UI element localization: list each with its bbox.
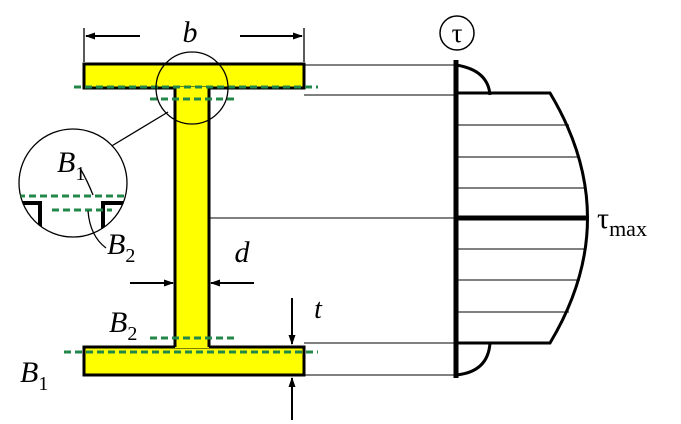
dimension-b: b (83, 16, 305, 62)
web (175, 87, 209, 348)
section-lines (64, 85, 318, 354)
label-b1-inset: B1 (57, 146, 85, 185)
label-tau-max: τmax (597, 202, 647, 241)
flange-stress-top (455, 63, 492, 96)
label-b: b (183, 16, 198, 49)
label-b2-inset: B2 (107, 228, 135, 267)
label-b2-bottom: B2 (109, 306, 137, 345)
tau-axis-label: τ (439, 15, 475, 51)
projection-lines (209, 64, 456, 376)
label-tau: τ (452, 18, 463, 48)
web-stress-parabola (456, 91, 589, 345)
shear-stress-diagram (453, 60, 589, 378)
bottom-flange (82, 345, 306, 377)
dimension-t: t (288, 294, 323, 420)
label-t: t (314, 294, 323, 325)
detail-leader-line (109, 111, 169, 148)
dimension-d: d (130, 236, 254, 287)
flange-stress-bottom (455, 342, 492, 377)
top-flange (82, 62, 306, 90)
stress-hatch-lines (456, 124, 586, 313)
label-b1-bottom: B1 (20, 356, 48, 395)
detail-inset: B1 B2 (18, 128, 135, 267)
label-d: d (235, 236, 251, 269)
detail-marker-circle (155, 51, 229, 125)
